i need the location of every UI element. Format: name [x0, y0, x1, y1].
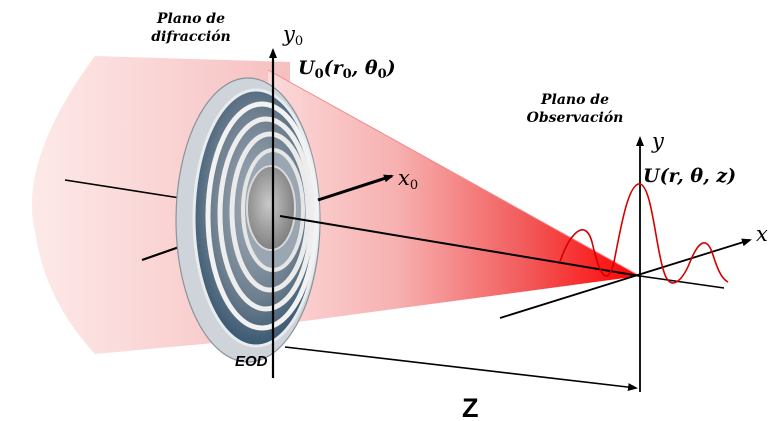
source-field-symbol: U: [298, 57, 315, 79]
x0-base: x: [398, 166, 410, 190]
element-label: EOD: [235, 353, 268, 370]
intensity-profile: [559, 183, 729, 284]
source-field-args-sub1: 0: [342, 67, 352, 82]
diffraction-plane-line1: Plano de: [156, 11, 225, 27]
converging-beam: [268, 70, 640, 326]
observation-plane-label: Plano de Observación: [520, 91, 630, 127]
source-field-close: ): [386, 57, 396, 79]
source-field-sep: , θ: [351, 57, 378, 79]
source-field-args: (r: [323, 57, 343, 79]
beam-edge-top: [267, 69, 641, 277]
source-field-label: U0(r0, θ0): [298, 57, 396, 82]
x-axis: [499, 238, 752, 319]
x0-sub: 0: [409, 178, 419, 193]
y-axis-label: y: [652, 129, 664, 153]
x0-axis-label: x0: [398, 166, 419, 193]
x0-axis: [317, 174, 394, 202]
observation-plane-line2: Observación: [526, 110, 624, 126]
y0-sub: 0: [294, 34, 304, 49]
diffraction-plane-label: Plano de difracción: [143, 10, 239, 46]
distance-arrow: [284, 346, 638, 392]
x0-axis-back: [141, 244, 183, 262]
observation-plane-line1: Plano de: [540, 92, 609, 108]
observation-axis-back: [639, 275, 725, 289]
source-field-subscript: 0: [314, 67, 324, 82]
observed-field-label: U(r, θ, z): [643, 165, 737, 187]
diffractive-element: [175, 77, 321, 363]
optical-axis-back: [64, 179, 181, 199]
diffraction-plane-line2: difracción: [151, 29, 231, 45]
y0-axis-label: y0: [283, 22, 304, 49]
propagation-distance-label: Z: [462, 393, 479, 421]
x-axis-label: x: [756, 222, 768, 246]
source-field-args-sub2: 0: [377, 67, 387, 82]
optical-axis: [279, 215, 641, 277]
y0-base: y: [283, 22, 295, 46]
